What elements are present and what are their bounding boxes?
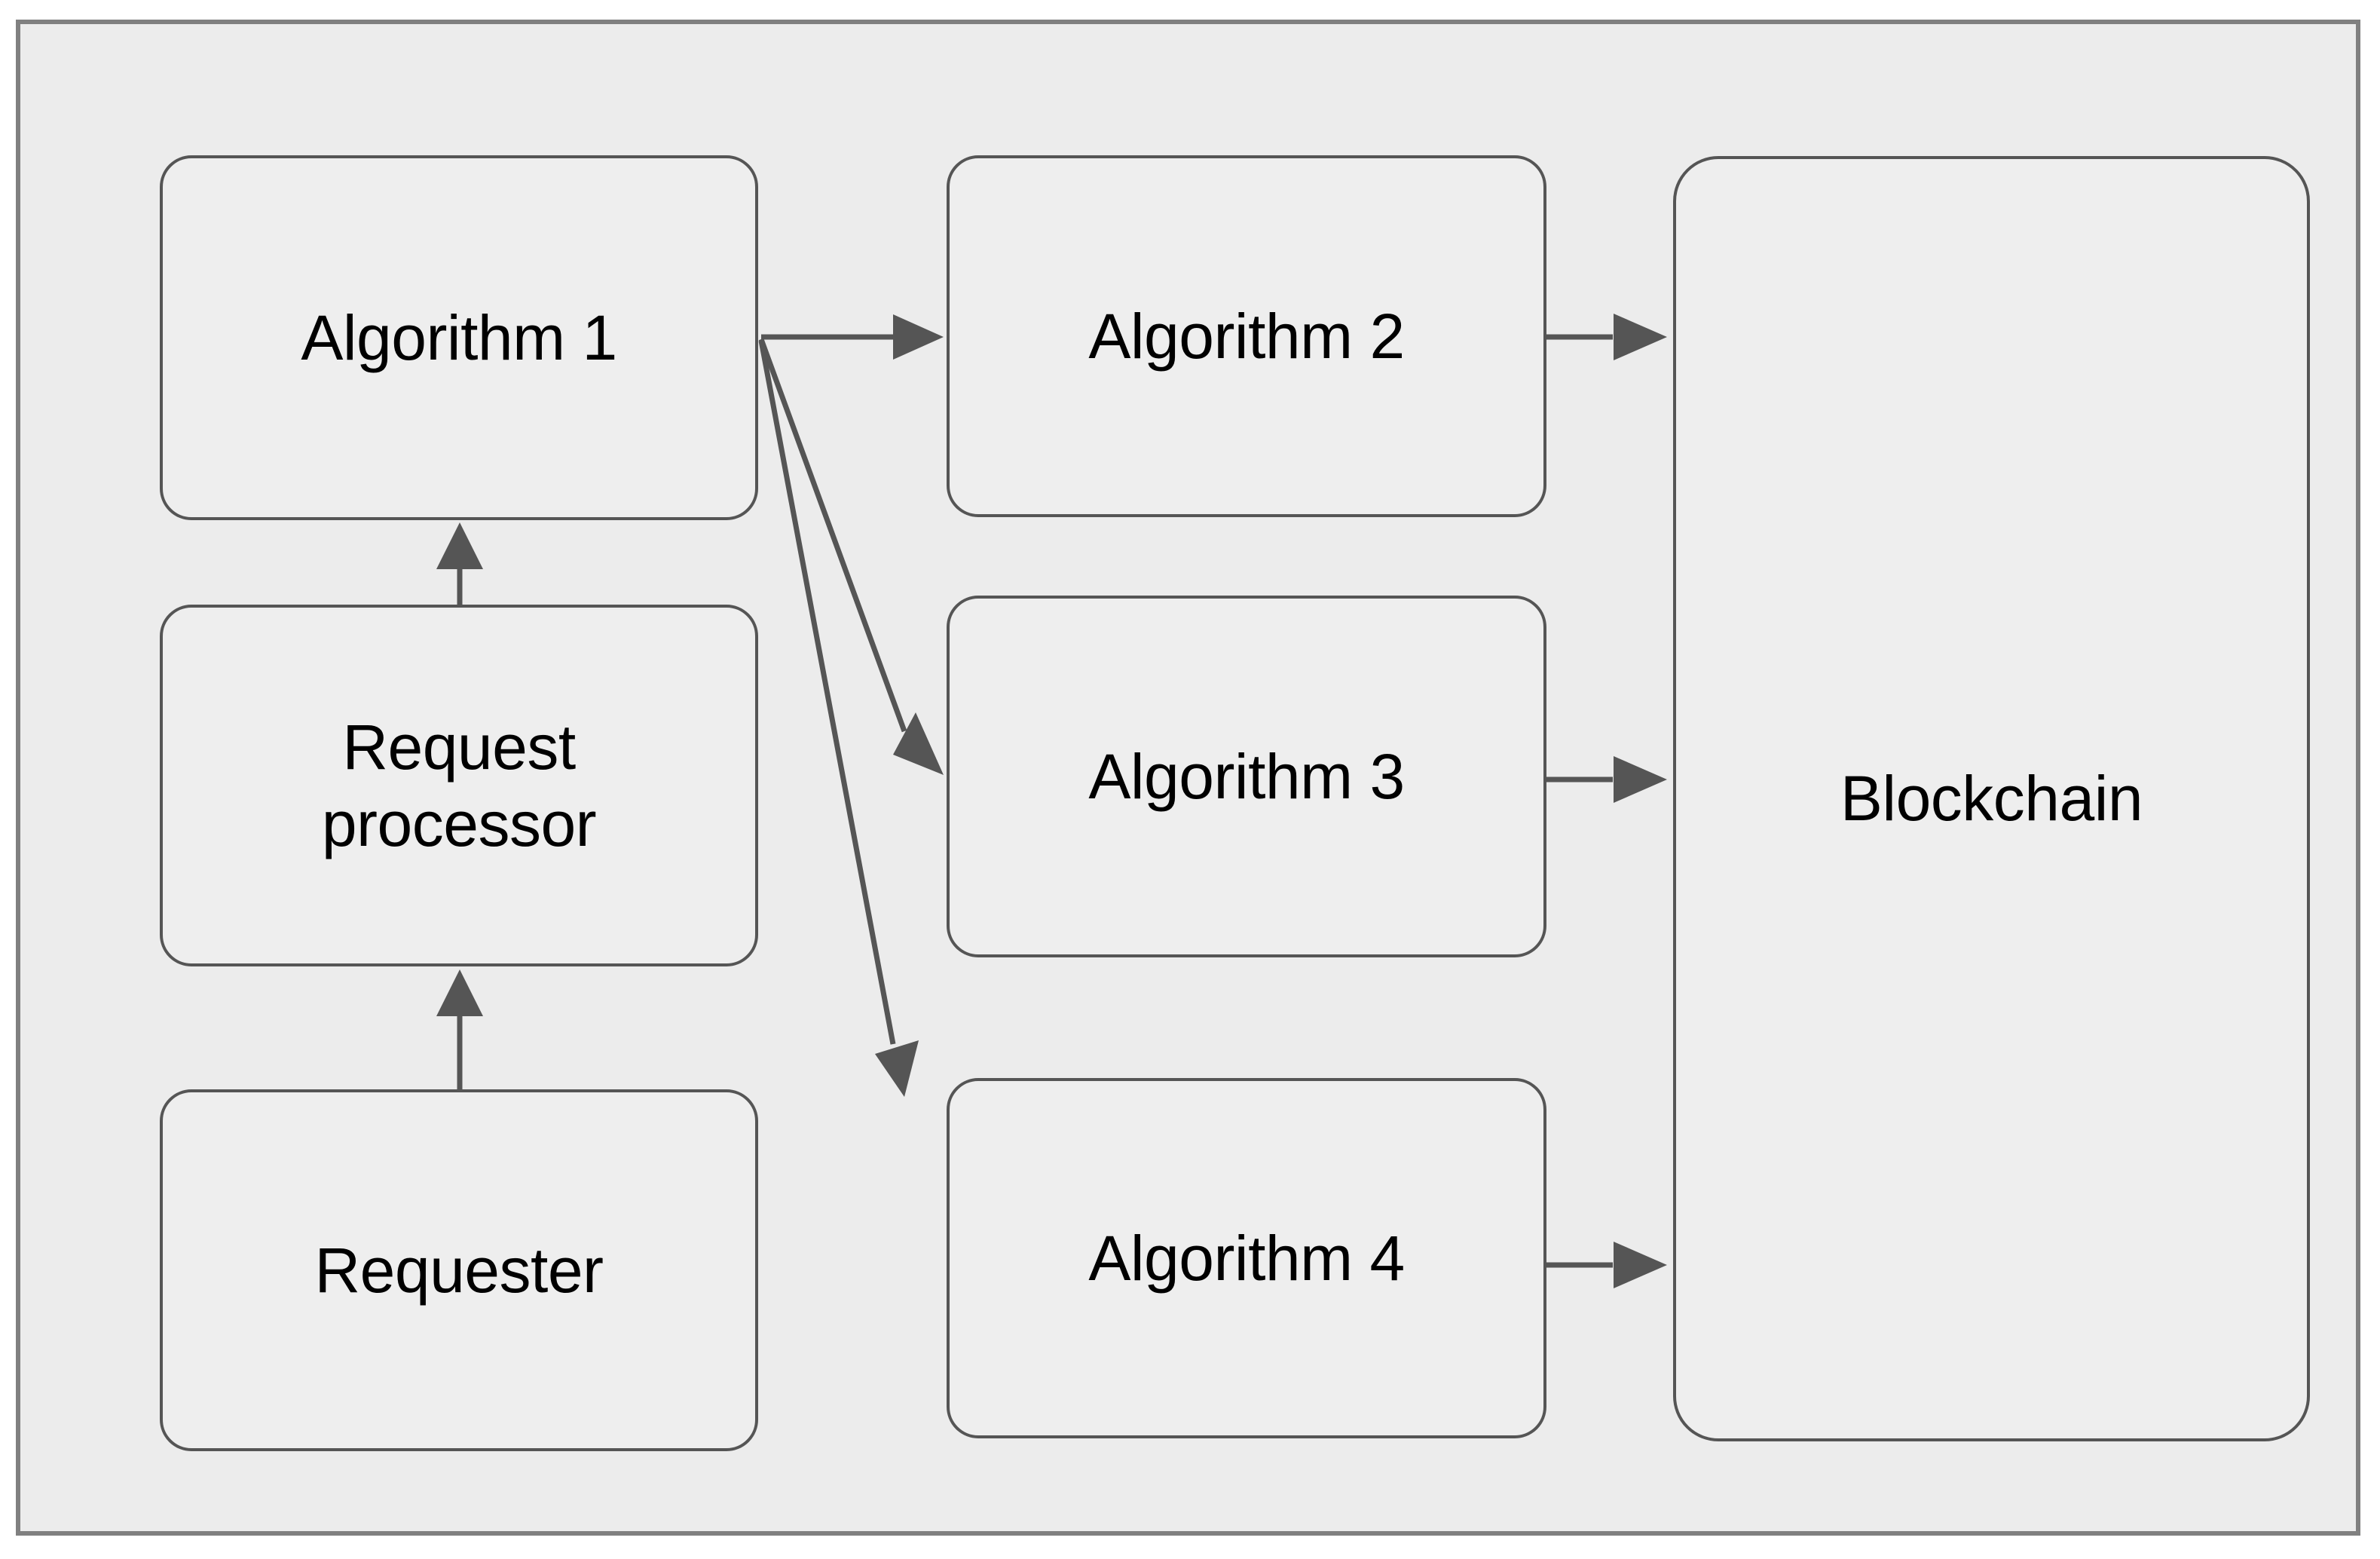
node-algorithm-4-label: Algorithm 4 <box>1088 1222 1405 1294</box>
node-blockchain-label: Blockchain <box>1840 763 2143 835</box>
node-algorithm-4[interactable]: Algorithm 4 <box>947 1078 1546 1438</box>
node-blockchain[interactable]: Blockchain <box>1673 156 2310 1441</box>
node-request-processor[interactable]: Request processor <box>160 605 758 966</box>
node-requester[interactable]: Requester <box>160 1089 758 1451</box>
node-algorithm-3-label: Algorithm 3 <box>1088 740 1405 812</box>
node-algorithm-3[interactable]: Algorithm 3 <box>947 596 1546 957</box>
node-algorithm-1-label: Algorithm 1 <box>301 302 617 373</box>
node-request-processor-label: Request processor <box>321 711 597 859</box>
node-algorithm-2-label: Algorithm 2 <box>1088 300 1405 372</box>
node-algorithm-1[interactable]: Algorithm 1 <box>160 155 758 520</box>
node-algorithm-2[interactable]: Algorithm 2 <box>947 155 1546 517</box>
node-requester-label: Requester <box>314 1234 604 1306</box>
